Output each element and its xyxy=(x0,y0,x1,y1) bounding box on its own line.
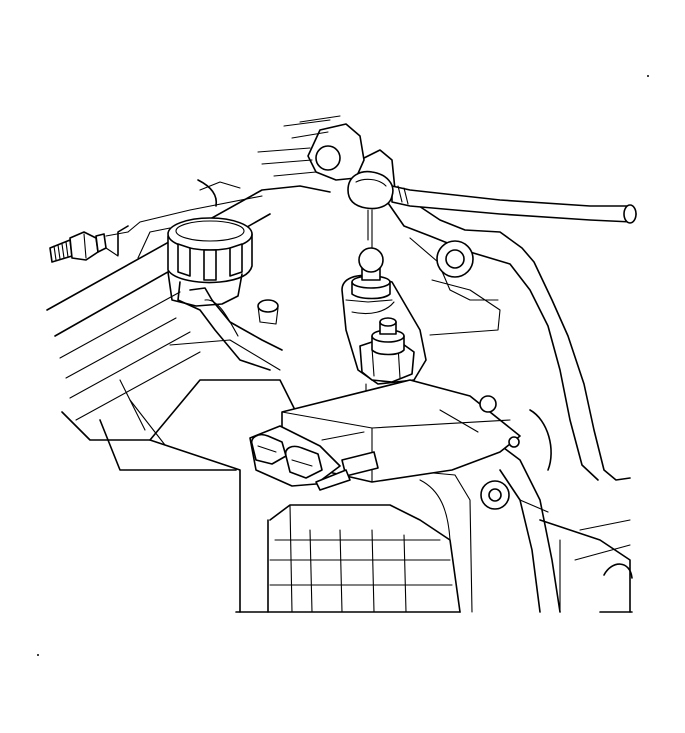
shift-lever-ball-stud xyxy=(351,247,391,300)
stray-marks xyxy=(37,75,649,656)
cable-bracket-ear xyxy=(257,115,365,181)
battery-terminal-stud xyxy=(49,231,129,263)
lever-nut xyxy=(359,317,415,397)
support-bracket xyxy=(359,149,633,613)
mount-boss xyxy=(257,299,279,325)
transmission-housing xyxy=(46,179,473,613)
cable-end-socket xyxy=(347,170,394,249)
range-switch-connector xyxy=(249,425,379,491)
fluid-fill-cap xyxy=(167,217,253,307)
shift-cable xyxy=(391,185,637,224)
